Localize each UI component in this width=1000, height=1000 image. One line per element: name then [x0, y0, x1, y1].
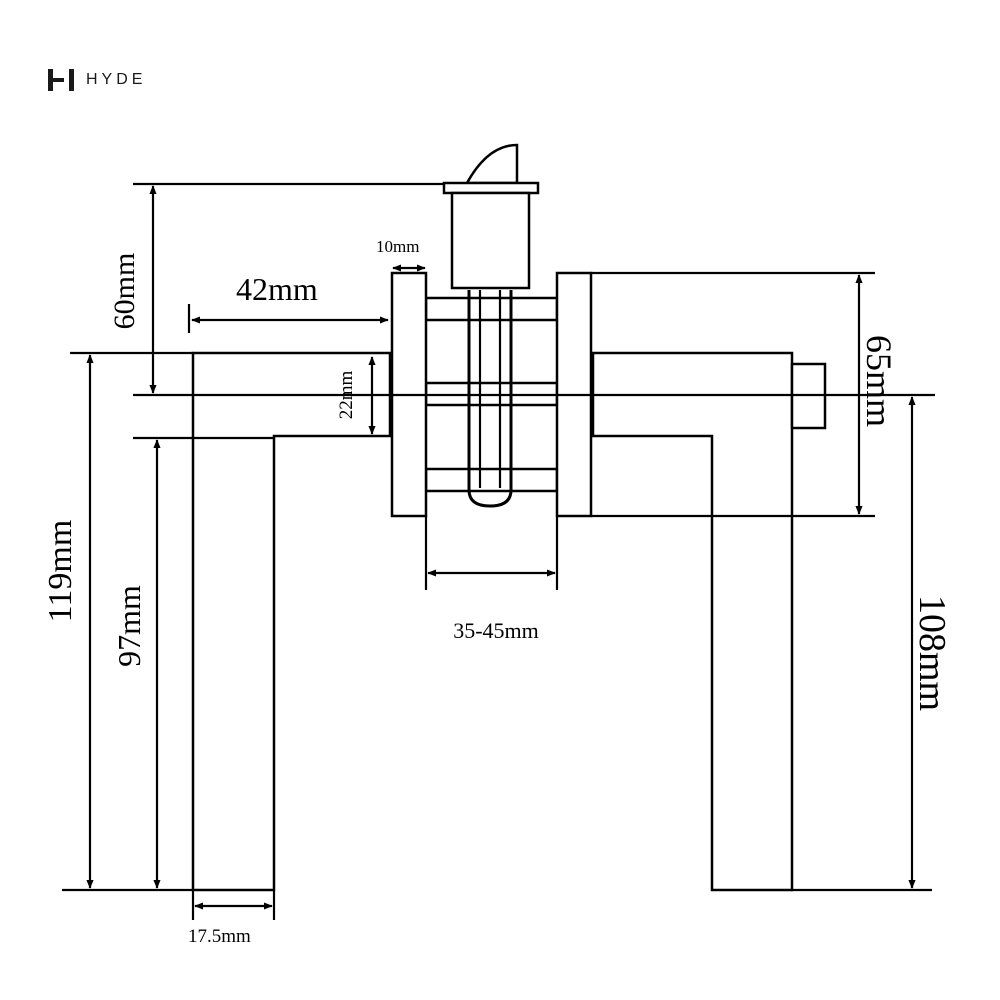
- hyde-h-logo-icon: [48, 69, 74, 91]
- extension-lines: [62, 182, 935, 920]
- dim-label-22mm: 22mm: [336, 371, 357, 420]
- left-lever-handle: [191, 351, 392, 892]
- dim-label-119mm: 119mm: [42, 520, 79, 623]
- brand-logo: HYDE: [48, 69, 146, 91]
- thumb-turn-cylinder: [442, 143, 540, 290]
- dim-label-42mm: 42mm: [236, 271, 318, 307]
- dim-label-60mm: 60mm: [108, 253, 141, 330]
- dim-label-108mm: 108mm: [911, 595, 953, 711]
- dim-label-97mm: 97mm: [111, 585, 147, 667]
- dim-label-35-45mm: 35-45mm: [453, 618, 539, 643]
- dim-label-65mm: 65mm: [859, 335, 899, 427]
- brand-name: HYDE: [86, 71, 147, 88]
- cylinder-tail-bar: [467, 290, 513, 508]
- right-lever-handle: [591, 351, 827, 892]
- dim-label-17-5mm: 17.5mm: [188, 926, 251, 947]
- dim-label-10mm: 10mm: [376, 237, 419, 256]
